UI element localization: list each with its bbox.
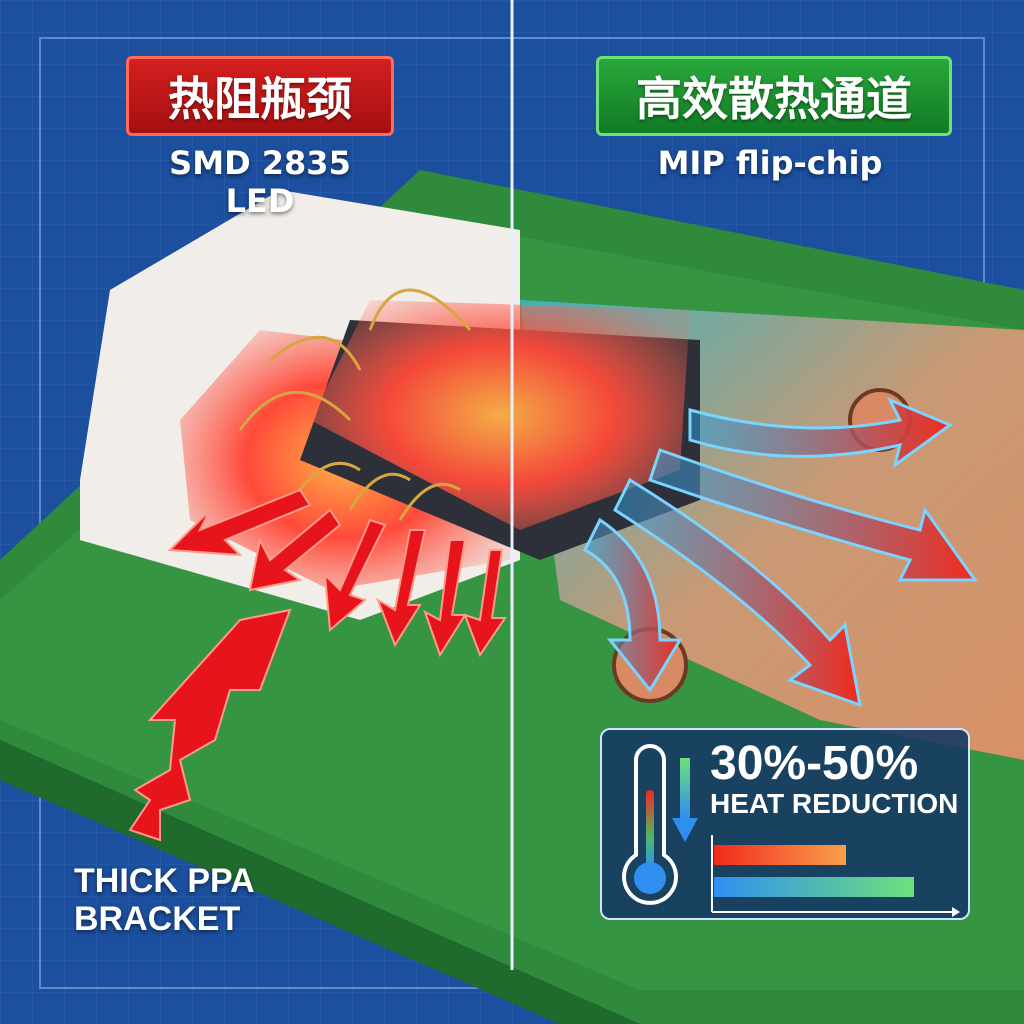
bar-before (714, 845, 846, 865)
bond-wires (238, 288, 472, 521)
reduction-percentage: 30%-50% (710, 737, 919, 790)
right-subtitle: MIP flip-chip (657, 144, 883, 182)
led-chip (300, 300, 700, 560)
left-subtitle: SMD 2835 LED (169, 144, 351, 220)
trapped-heat-arrows (128, 488, 507, 842)
ppa-bracket-callout: THICK PPA BRACKET (74, 862, 254, 938)
bar-after (714, 877, 914, 897)
right-title-banner: 高效散热通道 (596, 56, 952, 136)
thermometer-chart (622, 744, 960, 917)
left-title-banner: 热阻瓶颈 (126, 56, 394, 136)
reduction-caption: HEAT REDUCTION (710, 788, 959, 819)
thermometer-icon (622, 744, 678, 905)
down-arrow-icon (672, 758, 698, 842)
heat-dissipation-arrows (583, 397, 978, 708)
heat-bottleneck-arrow (128, 608, 292, 842)
heat-reduction-panel: 30%-50% HEAT REDUCTION (600, 728, 970, 920)
